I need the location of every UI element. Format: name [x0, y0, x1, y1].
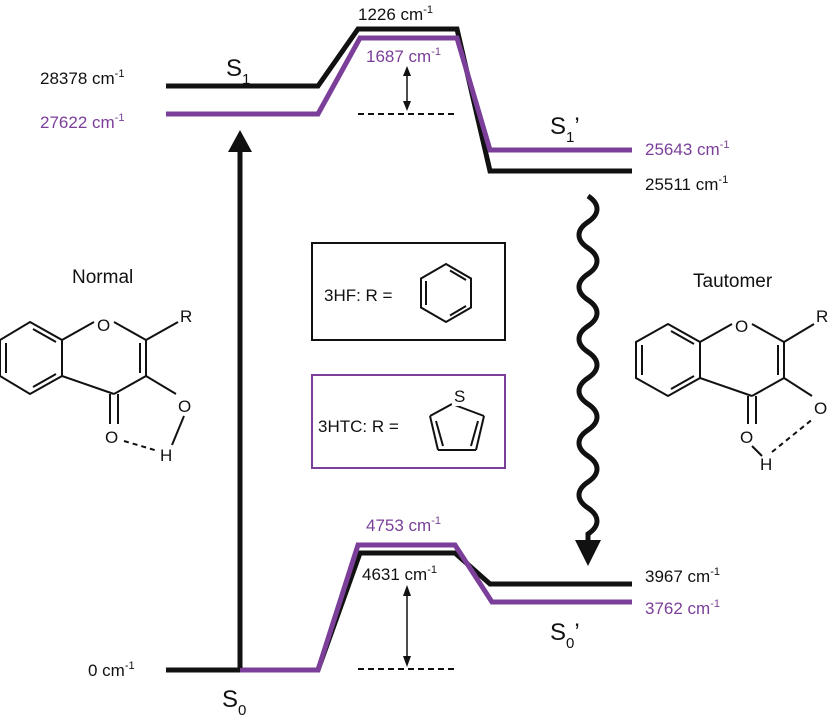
legend-box-3htc: 3HTC: R = S [311, 374, 506, 469]
thiophene-s-backdrop [452, 386, 466, 406]
tautomer-ring-oxygen: O [735, 317, 748, 336]
state-label-s1-prime: S1’ [550, 113, 580, 146]
state-label-s0-prime: S0’ [550, 619, 580, 652]
normal-hydroxyl-hydrogen: H [160, 446, 172, 465]
emission-wavy-arrow [575, 193, 601, 566]
legend-label-3hf: 3HF: R = [324, 286, 393, 305]
level-label-s0p-purple: 3762 cm-1 [645, 598, 720, 618]
level-label-ts1-purple: 1687 cm-1 [366, 46, 441, 66]
normal-r-group: R [180, 307, 192, 326]
absorption-arrow [228, 130, 252, 668]
tautomer-carbonyl-oxygen: O [740, 428, 753, 447]
s1-black-curve [166, 26, 632, 174]
level-label-s0: 0 cm-1 [88, 660, 135, 680]
s0-barrier-arrow [403, 585, 411, 667]
s1-barrier-arrow [403, 66, 411, 111]
tautomer-molecule-title: Tautomer [693, 271, 773, 292]
state-label-s1: S1 [226, 55, 250, 88]
level-label-s1p-purple: 25643 cm-1 [645, 139, 729, 159]
state-label-s0: S0 [222, 686, 246, 719]
level-label-s1p-black: 25511 cm-1 [645, 174, 728, 194]
normal-ring-oxygen: O [97, 316, 110, 335]
normal-molecule-title: Normal [72, 267, 133, 288]
normal-carbonyl-oxygen: O [105, 428, 118, 447]
tautomer-molecule-structure [635, 322, 815, 457]
level-label-s0p-black: 3967 cm-1 [645, 566, 720, 586]
s1-purple-curve [166, 35, 632, 153]
thiophene-ring-icon [429, 403, 485, 451]
legend-box-3hf: 3HF: R = [311, 242, 506, 341]
normal-hydroxyl-oxygen: O [178, 397, 191, 416]
tautomer-hydroxyl-oxygen: O [814, 399, 827, 418]
thiophene-sulfur-atom: S [454, 387, 465, 406]
level-label-s1-purple: 27622 cm-1 [40, 112, 124, 132]
s0-purple-curve [240, 542, 632, 673]
tautomer-hydroxyl-hydrogen: H [760, 455, 772, 474]
level-label-ts0-black: 4631 cm-1 [362, 564, 437, 584]
benzene-ring-icon [420, 262, 472, 324]
legend-label-3htc: 3HTC: R = [318, 417, 399, 436]
level-label-ts1-black: 1226 cm-1 [358, 4, 433, 24]
level-label-s1-black: 28378 cm-1 [40, 68, 124, 88]
tautomer-r-group: R [816, 307, 828, 326]
level-label-ts0-purple: 4753 cm-1 [366, 515, 441, 535]
normal-molecule-structure [0, 320, 185, 452]
